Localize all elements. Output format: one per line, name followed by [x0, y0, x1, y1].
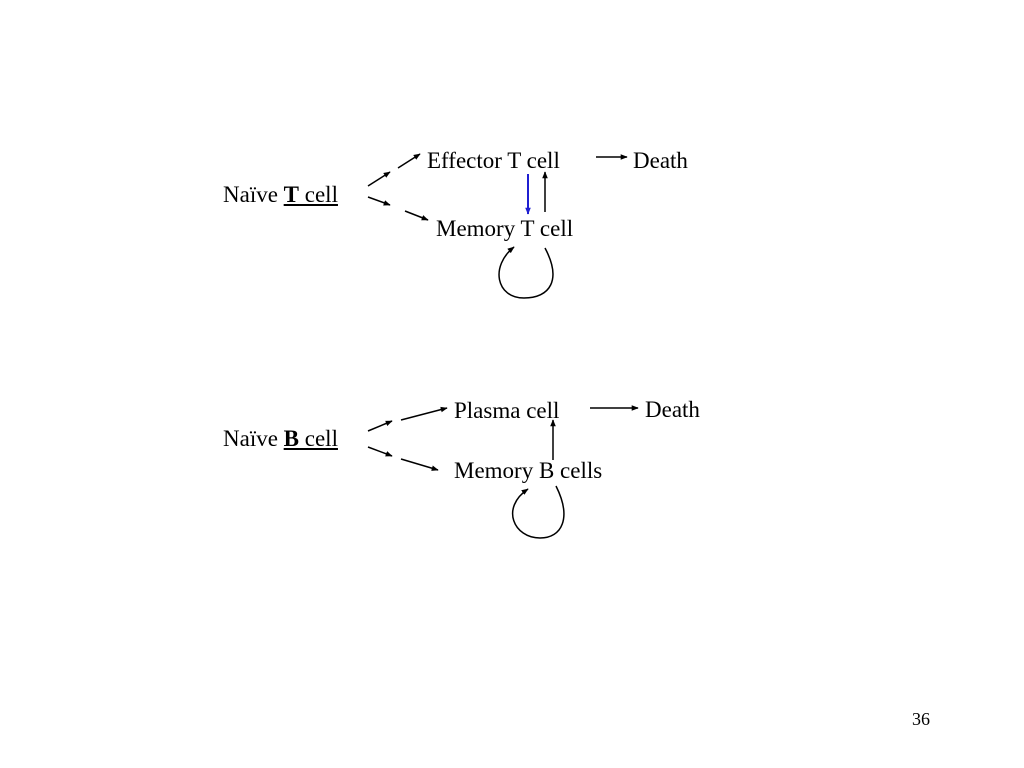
memory-b-cells-label: Memory B cells [454, 458, 603, 483]
naive-b-underlined: B cell [284, 426, 338, 451]
naive-t-suffix: cell [299, 182, 338, 207]
memory-t-cell-label: Memory T cell [436, 216, 574, 241]
naive-b-cell-label: Naïve B cell [223, 427, 338, 450]
naive-t-cell-label: Naïve T cell [223, 183, 338, 206]
t-naive-to-memory-arrow-1 [367, 196, 391, 206]
b-naive-to-plasma-arrow-2 [400, 406, 448, 421]
b-cell-death-label: Death [645, 397, 700, 422]
t-cell-death-label: Death [633, 148, 688, 173]
b-naive-to-plasma-arrow-1 [367, 420, 393, 432]
memory-b-self-renewal-loop [511, 485, 565, 539]
b-naive-to-memory-arrow-2 [400, 458, 439, 471]
memory-t-self-renewal-loop [498, 246, 554, 299]
naive-b-letter: B [283, 426, 300, 451]
naive-b-prefix: Naïve [223, 426, 284, 451]
t-naive-to-memory-arrow-2 [404, 210, 429, 221]
effector-t-cell-label: Effector T cell [427, 148, 560, 173]
slide-number: 36 [912, 709, 930, 729]
b-naive-to-memory-arrow-1 [367, 446, 393, 457]
t-naive-to-effector-arrow-1 [367, 171, 391, 187]
plasma-cell-label: Plasma cell [454, 398, 560, 423]
naive-t-prefix: Naïve [223, 182, 284, 207]
t-naive-to-effector-arrow-2 [397, 153, 421, 169]
naive-t-underlined: T cell [284, 182, 338, 207]
naive-b-suffix: cell [299, 426, 338, 451]
naive-t-letter: T [283, 182, 300, 207]
